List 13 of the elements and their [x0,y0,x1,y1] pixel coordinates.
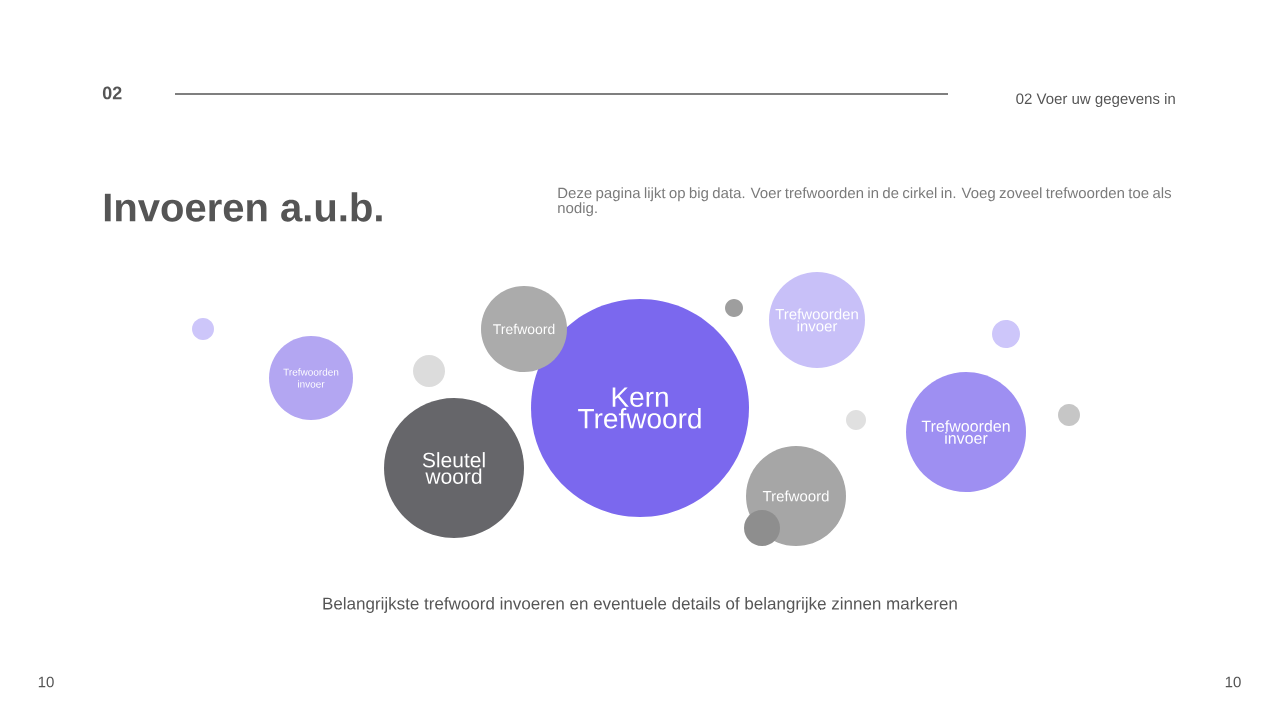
section-number: 02 [102,86,122,100]
dot-circle [725,299,743,317]
section-heading: 02 Voer uw gegevens in [1016,93,1175,107]
dot-circle [413,355,445,387]
page-number: 10 [38,676,54,688]
dot-circle [192,318,214,340]
dot-circle [1058,404,1080,426]
page-number: 10 [1225,676,1241,688]
dot-circle [846,410,866,430]
description: Deze pagina lijkt op big data. Voer trefwoorden in de cirkel in. Voeg zoveel trefwoorden toe als nodig. [558,187,1172,217]
dot-circle [992,320,1020,348]
caption: Belangrijkste trefwoord invoeren en eventuele details of belangrijke zinnen markeren [323,597,957,613]
title: Invoeren a.u.b. [104,192,382,222]
